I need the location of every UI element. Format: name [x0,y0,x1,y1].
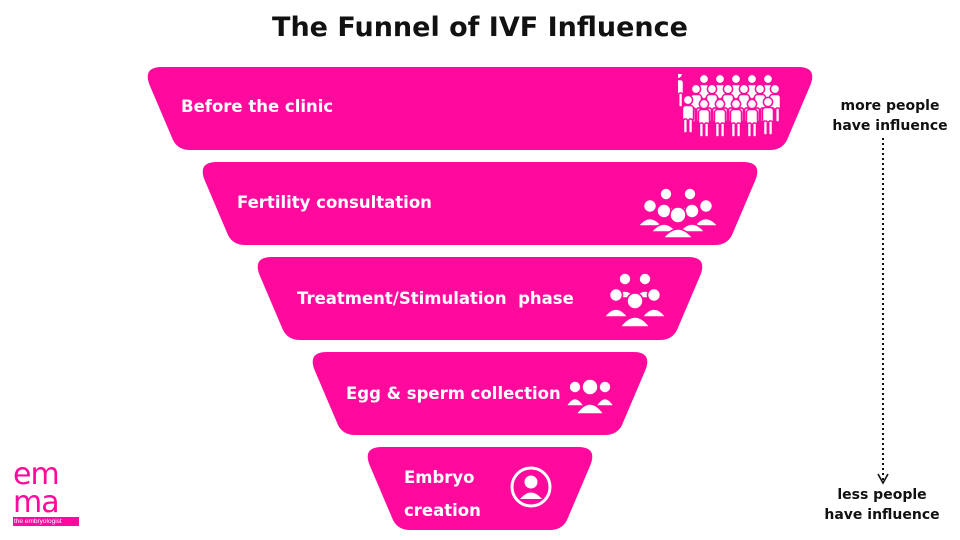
funnel-band-fertility-consultation [202,162,758,245]
stage-label-egg-sperm-collection: Egg & sperm collection [346,384,561,403]
crowd-icon [636,187,720,239]
logo-subtitle: the embryologist [13,517,79,526]
stage-label-embryo-line1: Embryo [404,468,475,487]
logo-text-line1: em [13,457,60,492]
small-group-icon [604,272,666,328]
page-title: The Funnel of IVF Influence [272,12,688,43]
funnel-band-egg-sperm-collection [312,352,648,435]
dotted-arrow-down [877,138,889,485]
single-person-icon [510,466,552,508]
emma-logo: em ma the embryologist [13,457,79,526]
stage-label-embryo-creation: Embryo creation [404,466,481,522]
large-crowd-icon [678,74,782,138]
side-note-top-line2: have influence [832,118,948,134]
stage-label-before-clinic: Before the clinic [181,97,334,116]
group-icon [566,378,614,415]
funnel-band-treatment-phase [257,257,703,340]
side-note-bottom-line2: have influence [824,507,940,523]
side-note-bottom-line1: less people [837,487,927,503]
side-note-bottom: less people have influence [817,485,947,525]
stage-label-fertility-consultation: Fertility consultation [237,193,432,212]
stage-label-embryo-line2: creation [404,501,481,520]
side-note-top-line1: more people [840,98,940,114]
logo-text-line2: ma [13,485,60,520]
funnel-band-before-clinic [147,67,813,150]
side-note-top: more people have influence [825,96,955,136]
stage-label-treatment-phase: Treatment/Stimulation phase [297,289,574,308]
